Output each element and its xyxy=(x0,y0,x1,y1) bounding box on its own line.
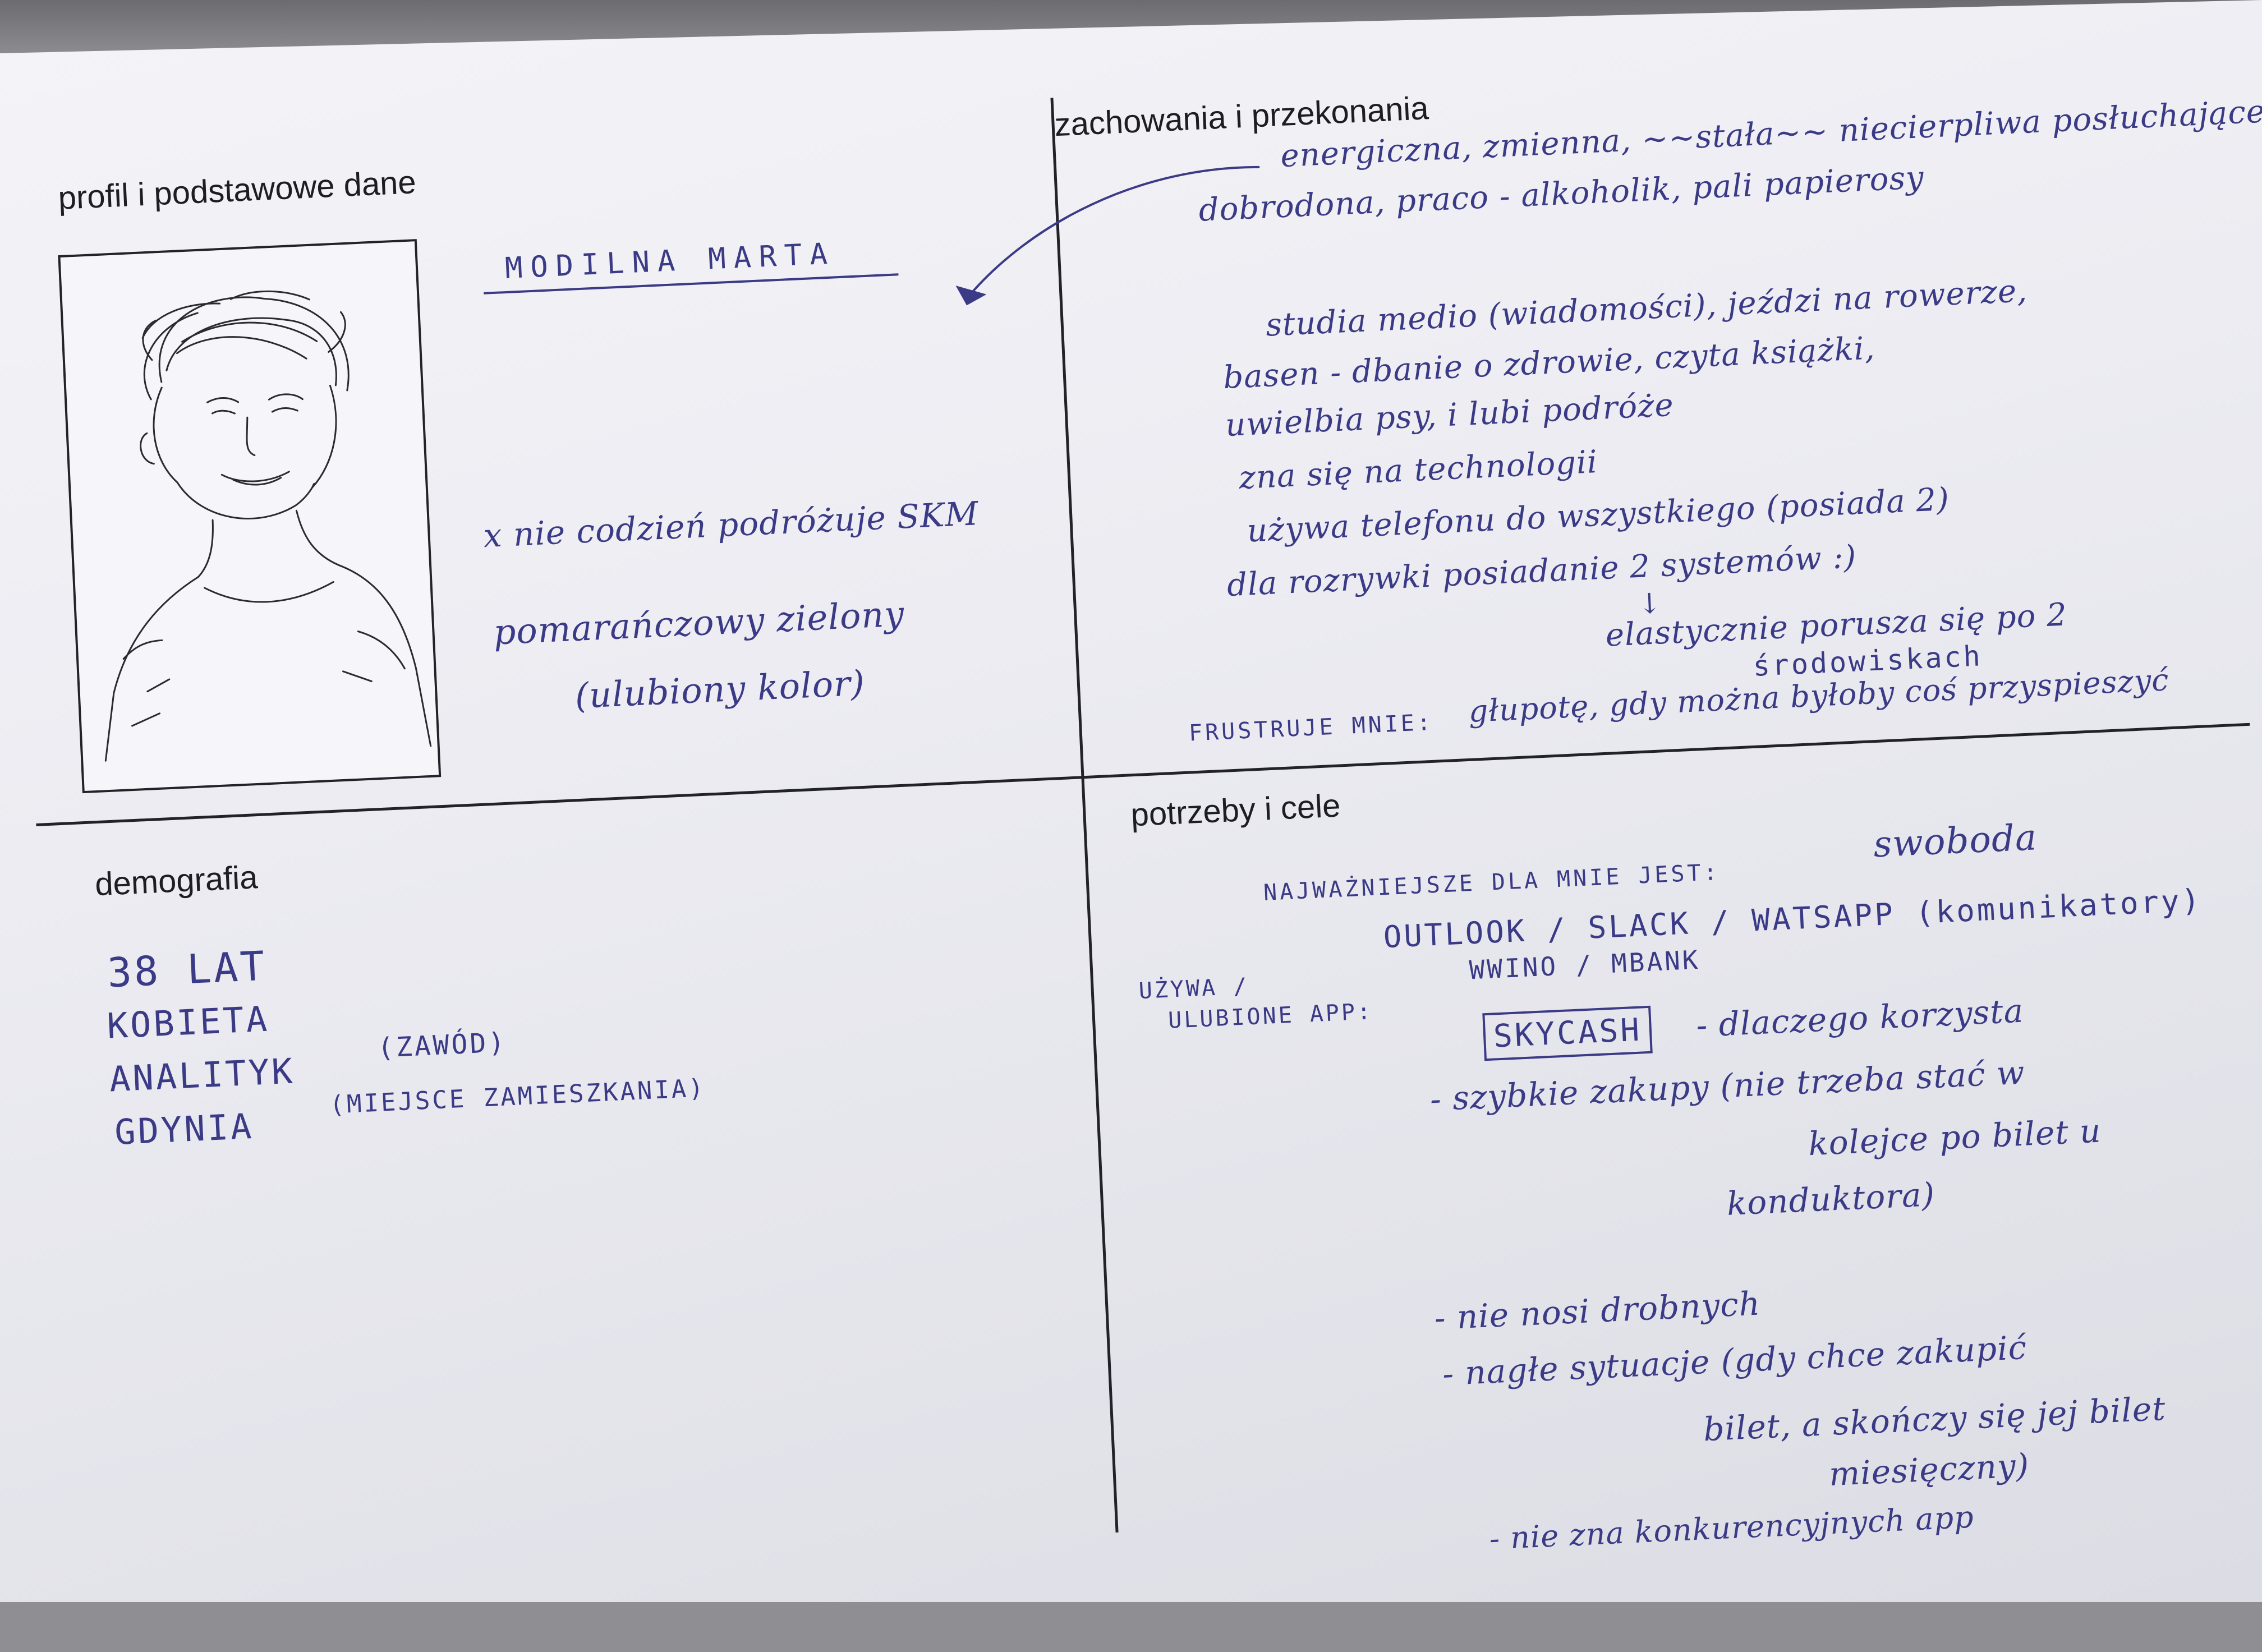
portrait-drawing xyxy=(104,290,432,762)
most-important-value: swoboda xyxy=(1872,817,2038,866)
apps-label-line1: UŻYWA / xyxy=(1138,973,1250,1005)
demo-city: GDYNIA xyxy=(113,1105,255,1153)
demo-age: 38 LAT xyxy=(106,942,268,997)
demographics-heading: demografia xyxy=(94,859,259,903)
portrait-sketch xyxy=(58,239,442,794)
demo-job-note: (ZAWÓD) xyxy=(376,1027,508,1064)
skycash-label: SKYCASH xyxy=(1492,1011,1643,1055)
demo-job: ANALITYK xyxy=(108,1050,296,1100)
skycash-box: SKYCASH xyxy=(1482,1005,1653,1061)
demo-gender: KOBIETA xyxy=(106,998,270,1047)
